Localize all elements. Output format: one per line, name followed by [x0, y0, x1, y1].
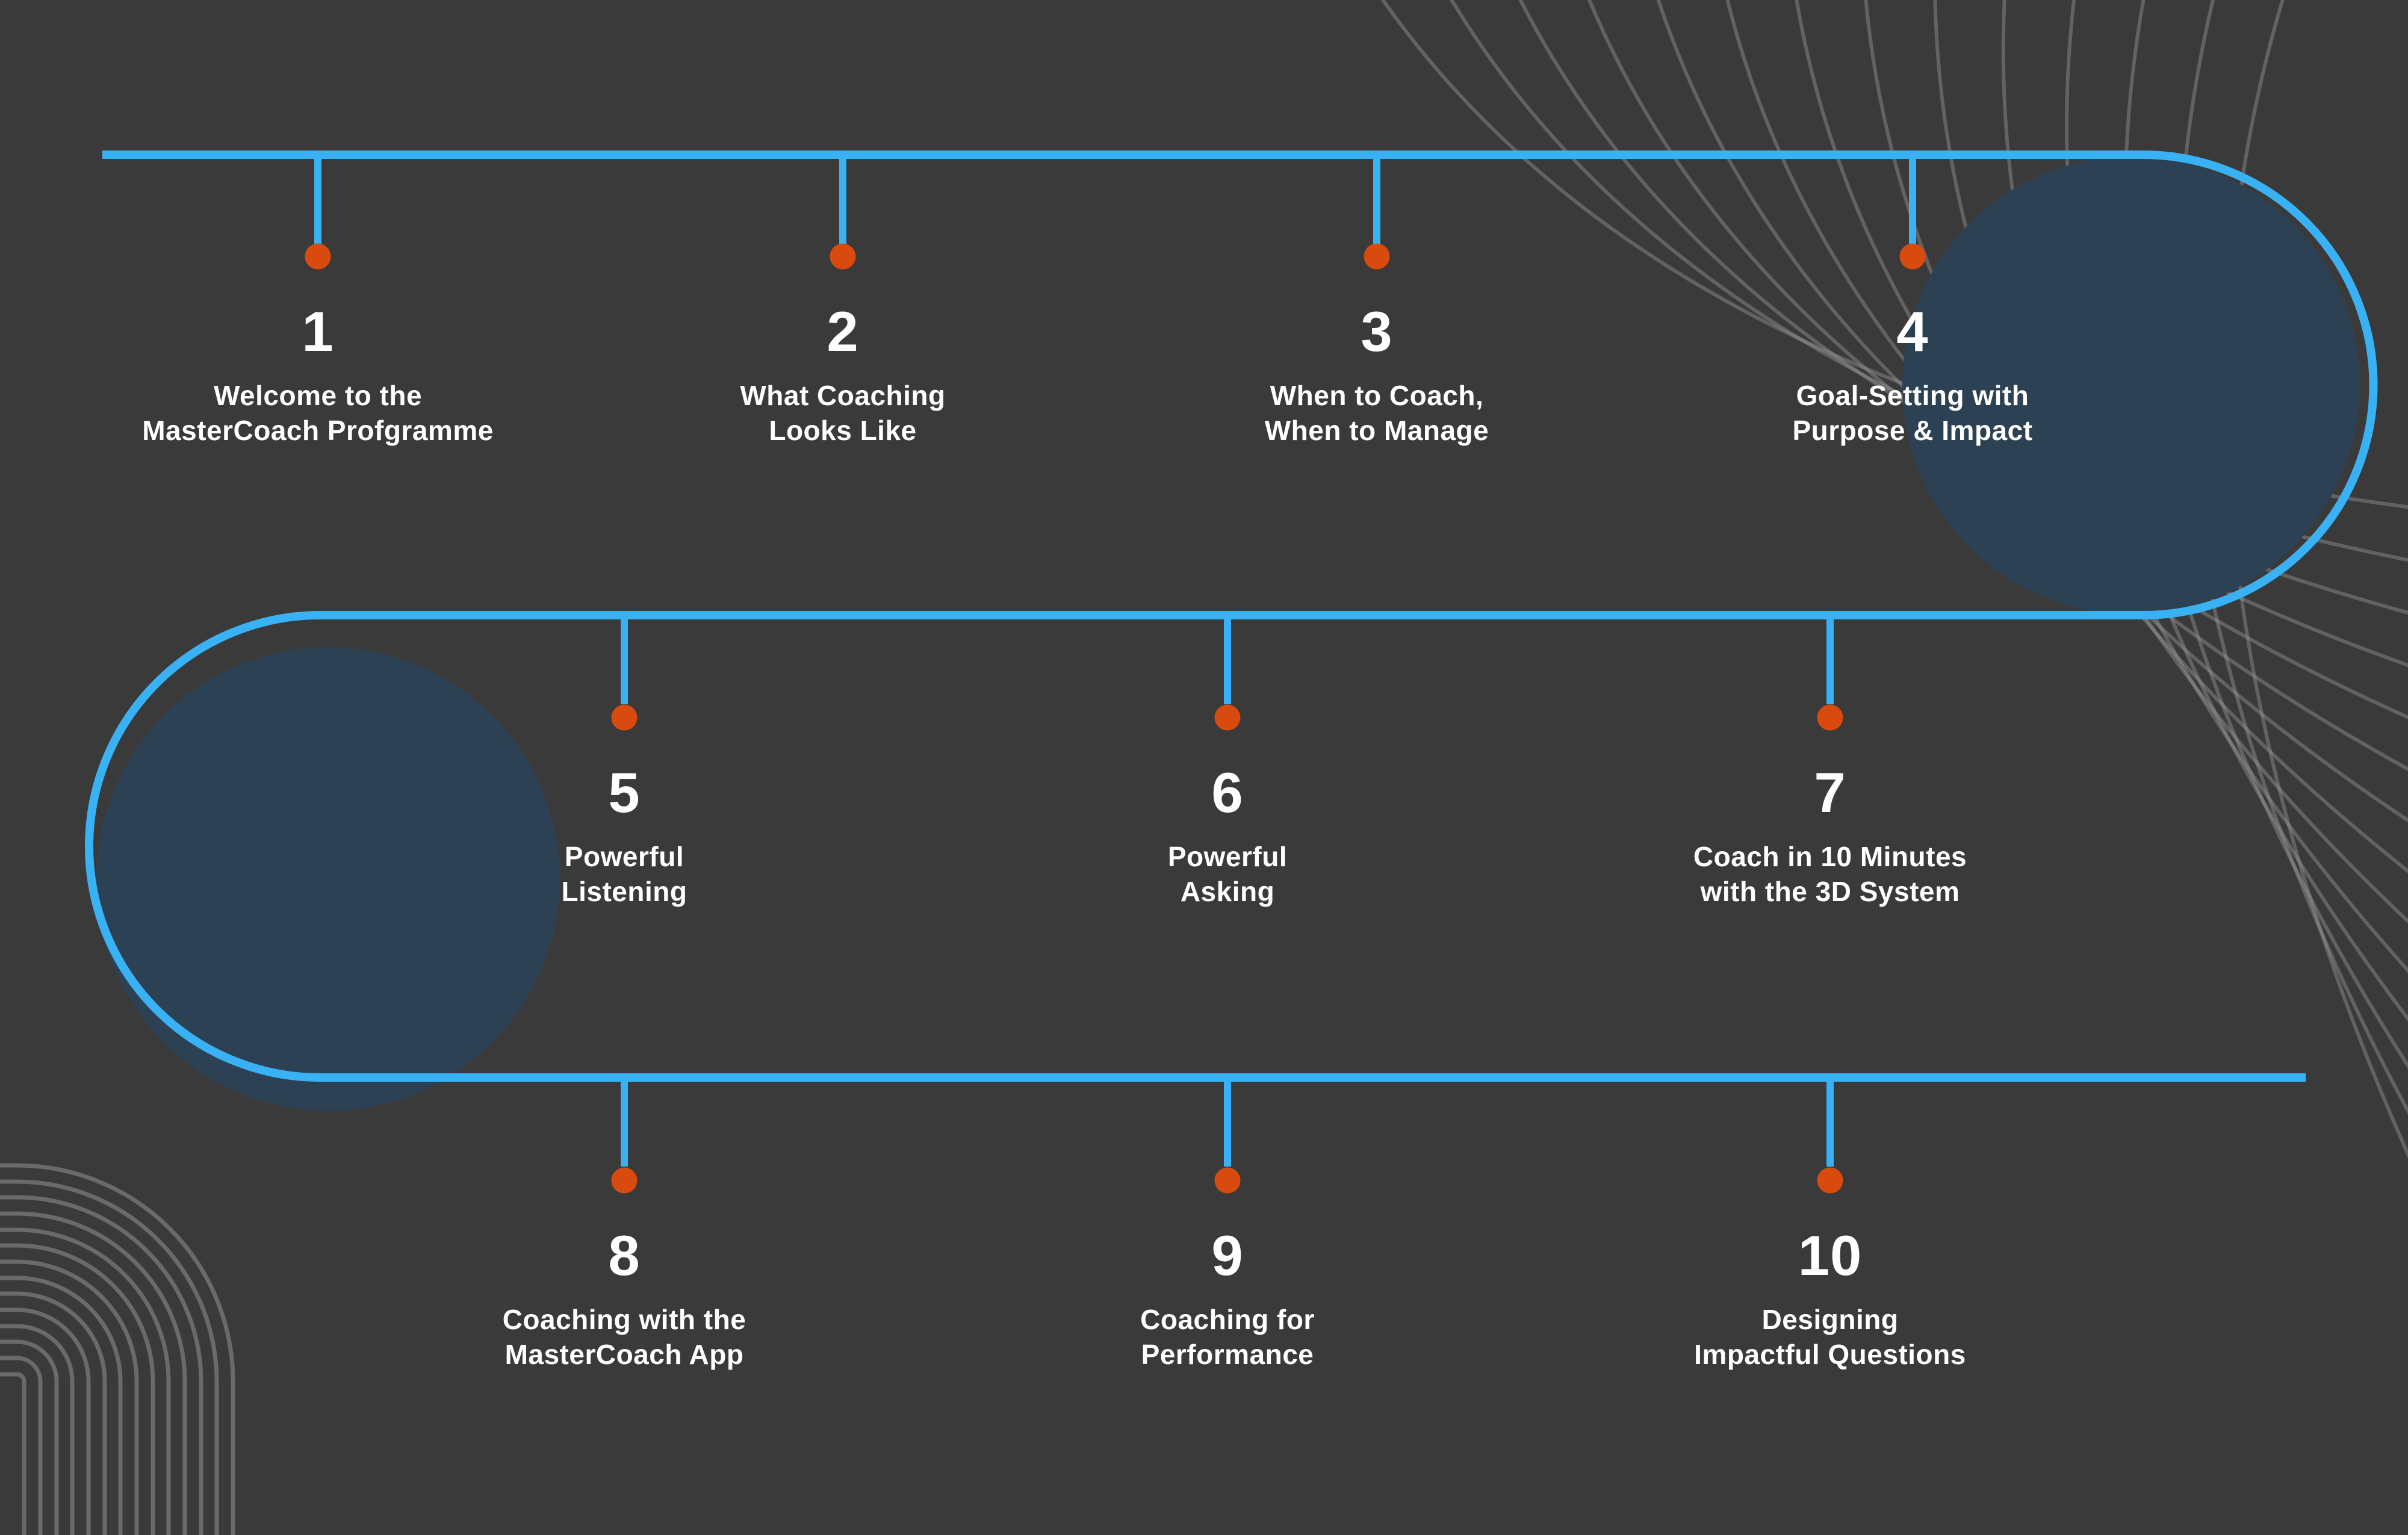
item-dot-4	[1899, 243, 1926, 270]
item-title: Goal-Setting with Purpose & Impact	[1792, 380, 2033, 446]
item-number: 10	[1798, 1224, 1863, 1287]
timeline-item-8: 8 Coaching with the MasterCoach App	[293, 1227, 955, 1372]
timeline-item-7: 7 Coach in 10 Minutes with the 3D System	[1499, 764, 2161, 909]
item-number: 5	[608, 761, 641, 824]
item-title: Powerful Asking	[1167, 841, 1288, 907]
item-dot-6	[1214, 704, 1241, 731]
timeline-item-9: 9 Coaching for Performance	[896, 1227, 1559, 1372]
timeline-item-5: 5 Powerful Listening	[293, 764, 955, 909]
item-dot-10	[1817, 1167, 1843, 1194]
item-dots	[305, 243, 1926, 1194]
item-number: 3	[1361, 300, 1393, 363]
item-number: 7	[1814, 761, 1846, 824]
item-dot-9	[1214, 1167, 1241, 1194]
item-stems	[314, 155, 1916, 1167]
corner-arcs-decoration	[0, 1163, 235, 1535]
item-title: Designing Impactful Questions	[1694, 1304, 1966, 1370]
item-number: 1	[302, 300, 334, 363]
item-title: When to Coach, When to Manage	[1264, 380, 1489, 446]
left-decorative-circle	[96, 647, 560, 1111]
timeline-item-6: 6 Powerful Asking	[896, 764, 1559, 909]
timeline-item-1: 1 Welcome to the MasterCoach Profgramme	[0, 303, 649, 448]
item-dot-3	[1364, 243, 1390, 270]
item-title: Coaching with the MasterCoach App	[502, 1304, 746, 1370]
item-dot-2	[830, 243, 856, 270]
item-title: Coaching for Performance	[1140, 1304, 1315, 1370]
item-title: Powerful Listening	[561, 841, 687, 907]
timeline-item-10: 10 Designing Impactful Questions	[1499, 1227, 2161, 1372]
timeline-item-2: 2 What Coaching Looks Like	[512, 303, 1174, 448]
item-dot-1	[305, 243, 331, 270]
timeline-item-4: 4 Goal-Setting with Purpose & Impact	[1581, 303, 2244, 448]
item-title: Welcome to the MasterCoach Profgramme	[142, 380, 494, 446]
item-title: Coach in 10 Minutes with the 3D System	[1693, 841, 1967, 907]
item-dot-5	[611, 704, 638, 731]
right-decorative-circle	[1902, 157, 2360, 614]
item-number: 2	[827, 300, 859, 363]
item-number: 8	[608, 1224, 641, 1287]
item-number: 6	[1211, 761, 1244, 824]
timeline-item-3: 3 When to Coach, When to Manage	[1046, 303, 1708, 448]
timeline-path	[85, 150, 2378, 1082]
item-title: What Coaching Looks Like	[740, 380, 946, 446]
item-dot-8	[611, 1167, 638, 1194]
item-number: 4	[1896, 300, 1929, 363]
item-dot-7	[1817, 704, 1843, 731]
item-number: 9	[1211, 1224, 1244, 1287]
